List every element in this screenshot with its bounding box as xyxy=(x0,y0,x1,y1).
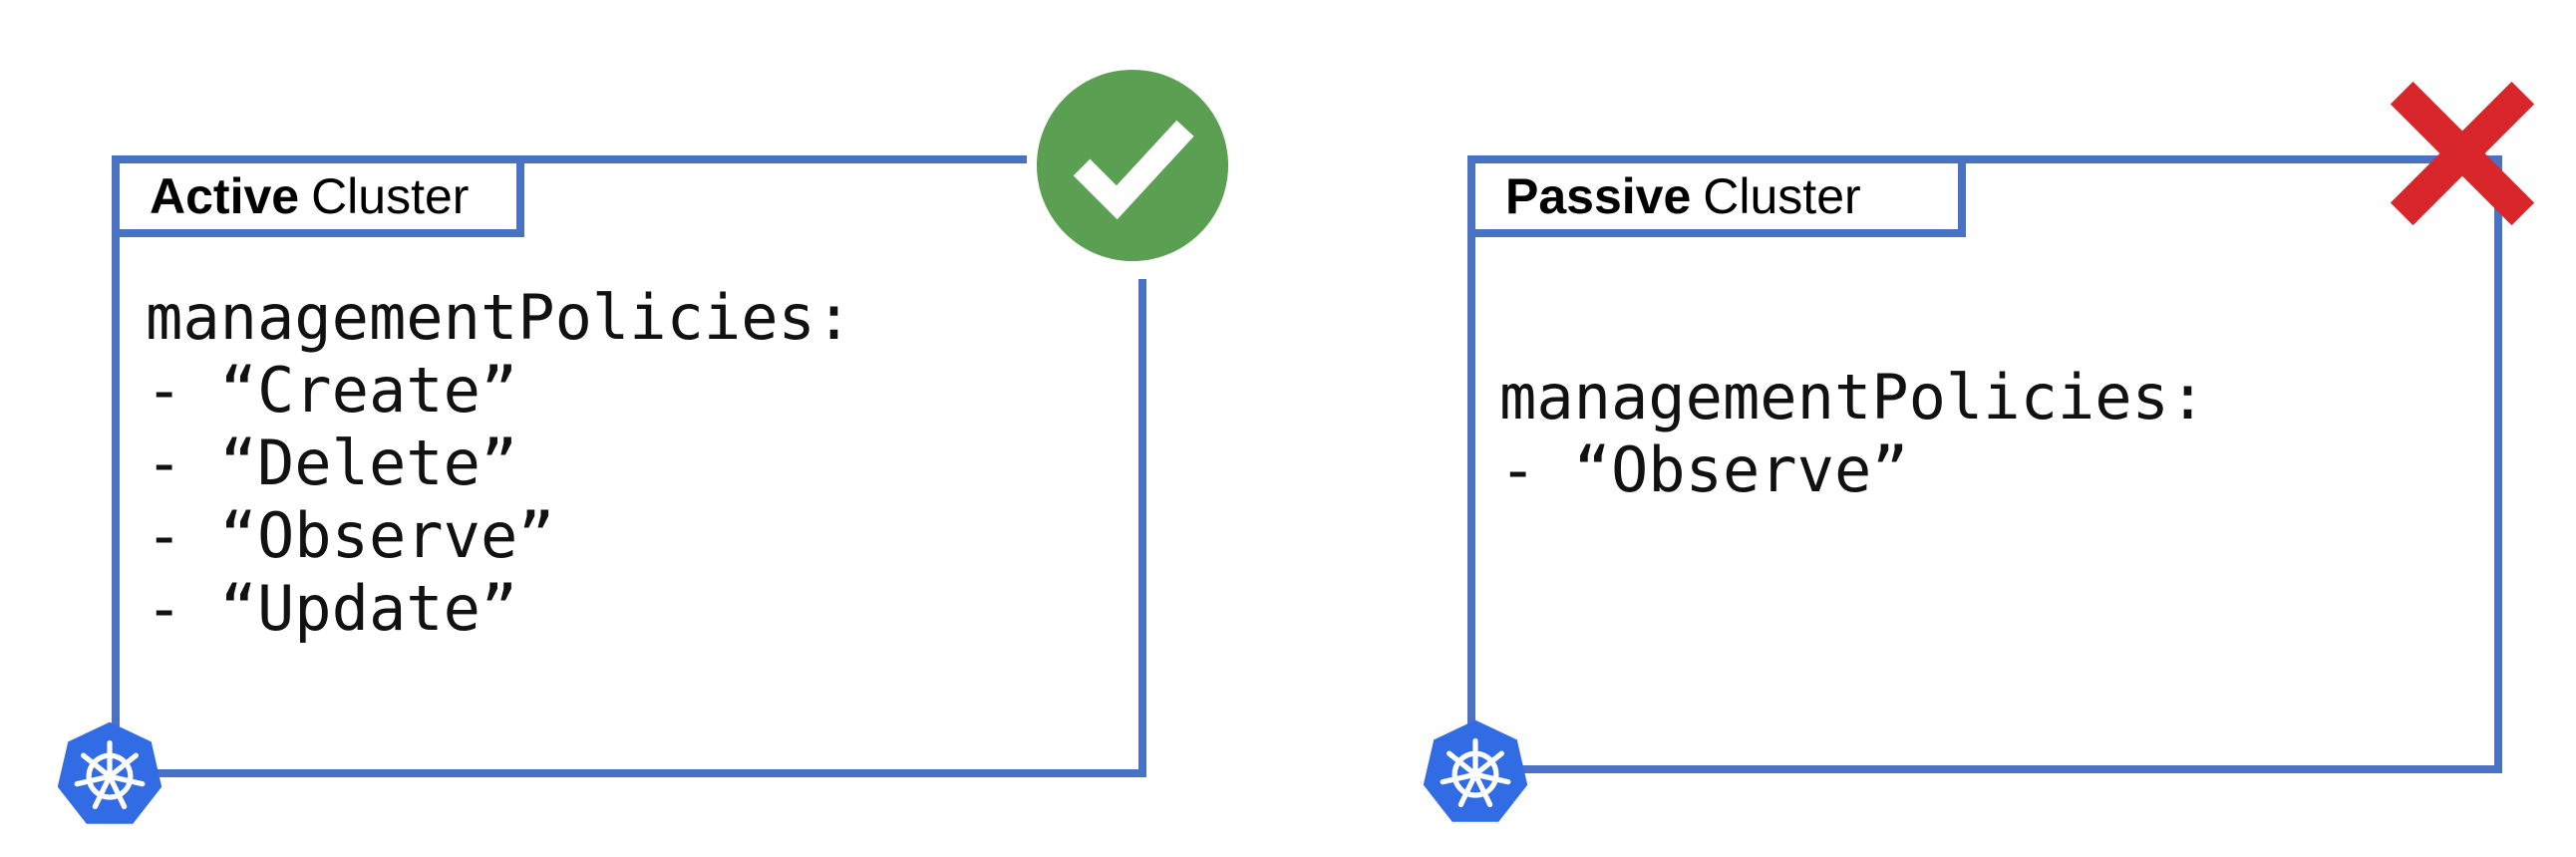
cross-icon xyxy=(2390,81,2535,226)
kubernetes-icon xyxy=(1423,719,1528,822)
passive-cluster-tab-label: Cluster xyxy=(1703,168,1861,224)
active-cluster-panel: Active Cluster managementPolicies: - “Cr… xyxy=(57,155,1146,824)
active-cluster-tab-strong: Active xyxy=(150,168,300,224)
passive-cluster-frame xyxy=(1467,155,2502,773)
kubernetes-icon xyxy=(57,721,162,824)
active-cluster-tab: Active Cluster xyxy=(112,155,524,237)
passive-cluster-tab-strong: Passive xyxy=(1505,168,1692,224)
active-cluster-tab-label: Cluster xyxy=(311,168,470,224)
active-cluster-frame xyxy=(112,155,1146,777)
check-icon xyxy=(1036,69,1229,262)
active-management-policies: managementPolicies: - “Create” - “Delete… xyxy=(146,281,853,645)
passive-cluster-panel: Passive Cluster managementPolicies: - “O… xyxy=(1288,0,2576,857)
passive-management-policies: managementPolicies: - “Observe” xyxy=(1499,361,2207,506)
passive-cluster-tab: Passive Cluster xyxy=(1467,155,1966,237)
